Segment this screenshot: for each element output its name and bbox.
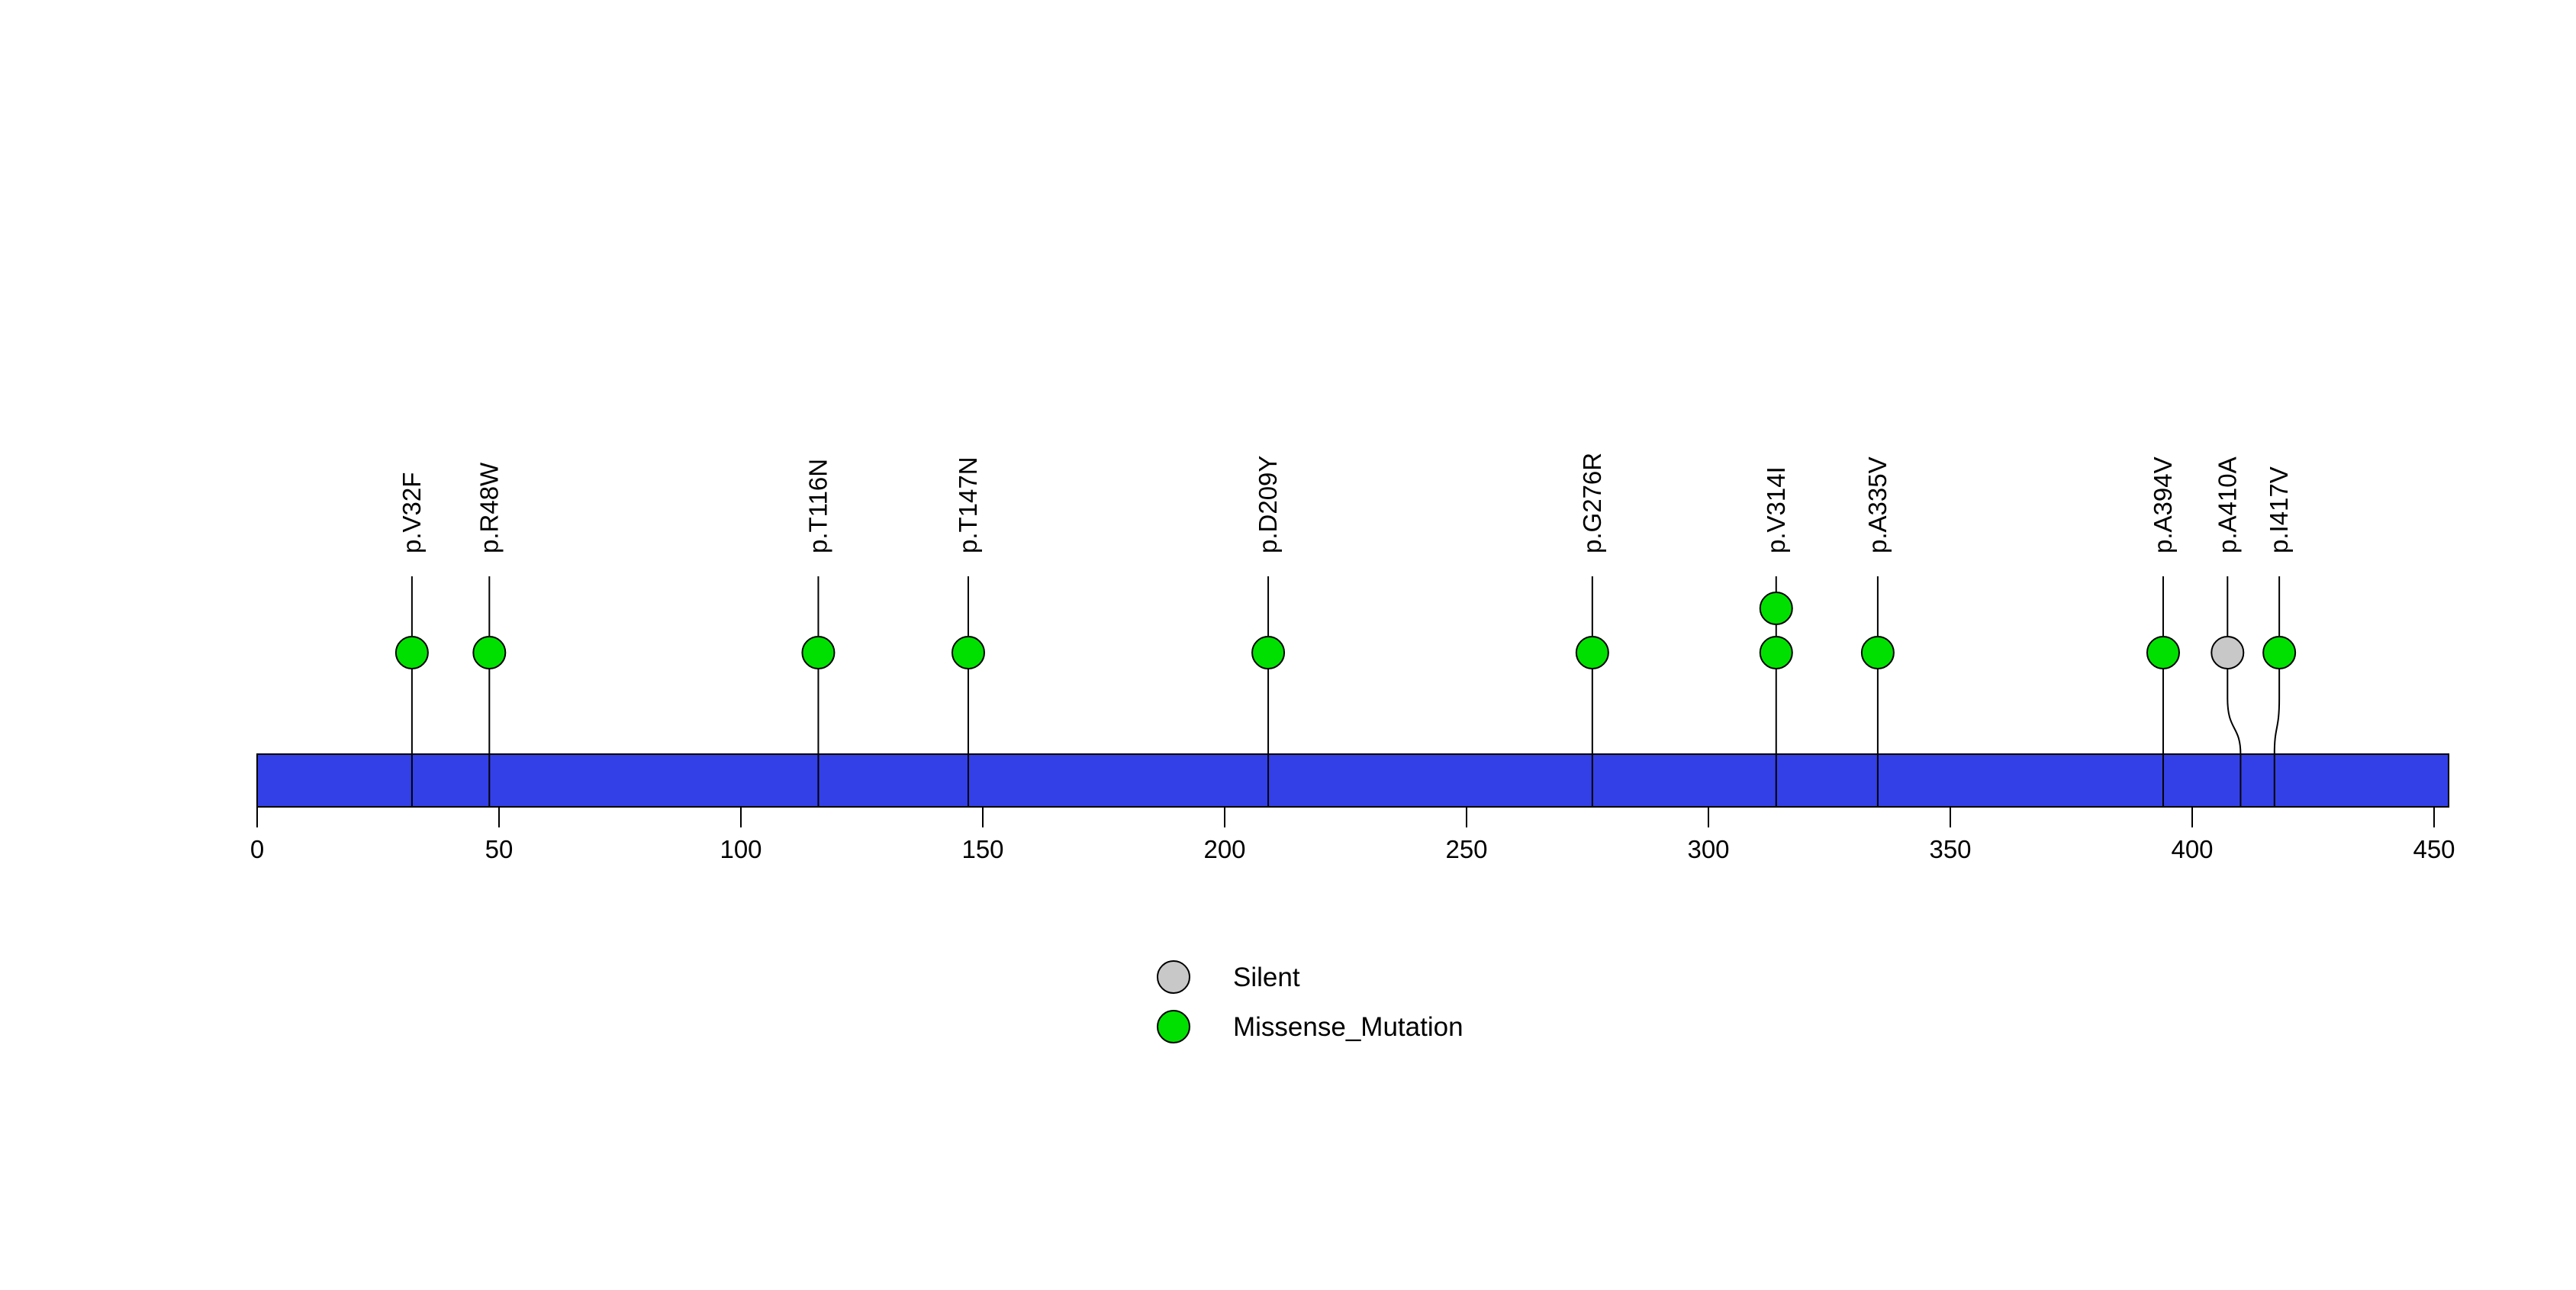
axis-tick-label: 350	[1929, 835, 1971, 863]
axis-tick-label: 250	[1445, 835, 1487, 863]
position-axis: 0 50 100 150 200 250 300 350 400 450	[250, 807, 2455, 863]
mutation-circle	[1251, 636, 1286, 669]
mutation-circle	[1759, 592, 1793, 625]
protein-track	[256, 753, 2450, 808]
mutation-circle	[1860, 636, 1895, 669]
mutation-circle	[1575, 636, 1609, 669]
axis-tick-label: 450	[2413, 835, 2455, 863]
mutation-circle	[2262, 636, 2297, 669]
legend-swatch	[1157, 1010, 1190, 1043]
mutation-label: p.A335V	[1863, 456, 1892, 553]
legend-label: Silent	[1233, 963, 1300, 992]
mutation-label: p.T116N	[803, 459, 832, 553]
protein-bar	[256, 753, 2450, 808]
mutation-label: p.R48W	[475, 462, 503, 553]
mutation-circle	[2146, 636, 2180, 669]
mutation-circle	[472, 636, 507, 669]
mutation-circle	[951, 636, 985, 669]
mutation-circle	[1759, 636, 1793, 669]
mutation-label: p.V314I	[1762, 466, 1790, 553]
axis-tick-label: 200	[1203, 835, 1245, 863]
mutation-label: p.A410A	[2213, 456, 2241, 553]
mutation-label: p.D209Y	[1254, 456, 1282, 553]
mutation-label: p.T147N	[954, 456, 982, 553]
mutation-stem	[2227, 576, 2242, 807]
mutation-label: p.V32F	[398, 472, 426, 553]
mutation-circle	[2211, 636, 2245, 669]
mutation-label: p.G276R	[1578, 453, 1606, 553]
axis-tick-label: 150	[961, 835, 1003, 863]
axis-tick-label: 100	[720, 835, 762, 863]
mutation-labels: p.V32F p.R48W p.T116N p.T147N p.D209Y p.G276R…	[398, 453, 2293, 553]
axis-tick-label: 0	[250, 835, 264, 863]
axis-tick-label: 300	[1687, 835, 1729, 863]
mutation-circle	[801, 636, 836, 669]
mutation-label: p.I417V	[2265, 466, 2293, 553]
axis-tick-label: 400	[2171, 835, 2213, 863]
mutation-circle	[394, 636, 429, 669]
legend-swatch	[1157, 960, 1190, 994]
mutation-label: p.A394V	[2149, 456, 2177, 553]
mutation-stem	[2273, 576, 2281, 807]
mutation-circles	[394, 592, 2297, 669]
axis-tick-label: 50	[485, 835, 514, 863]
legend-label: Missense_Mutation	[1233, 1012, 1463, 1042]
